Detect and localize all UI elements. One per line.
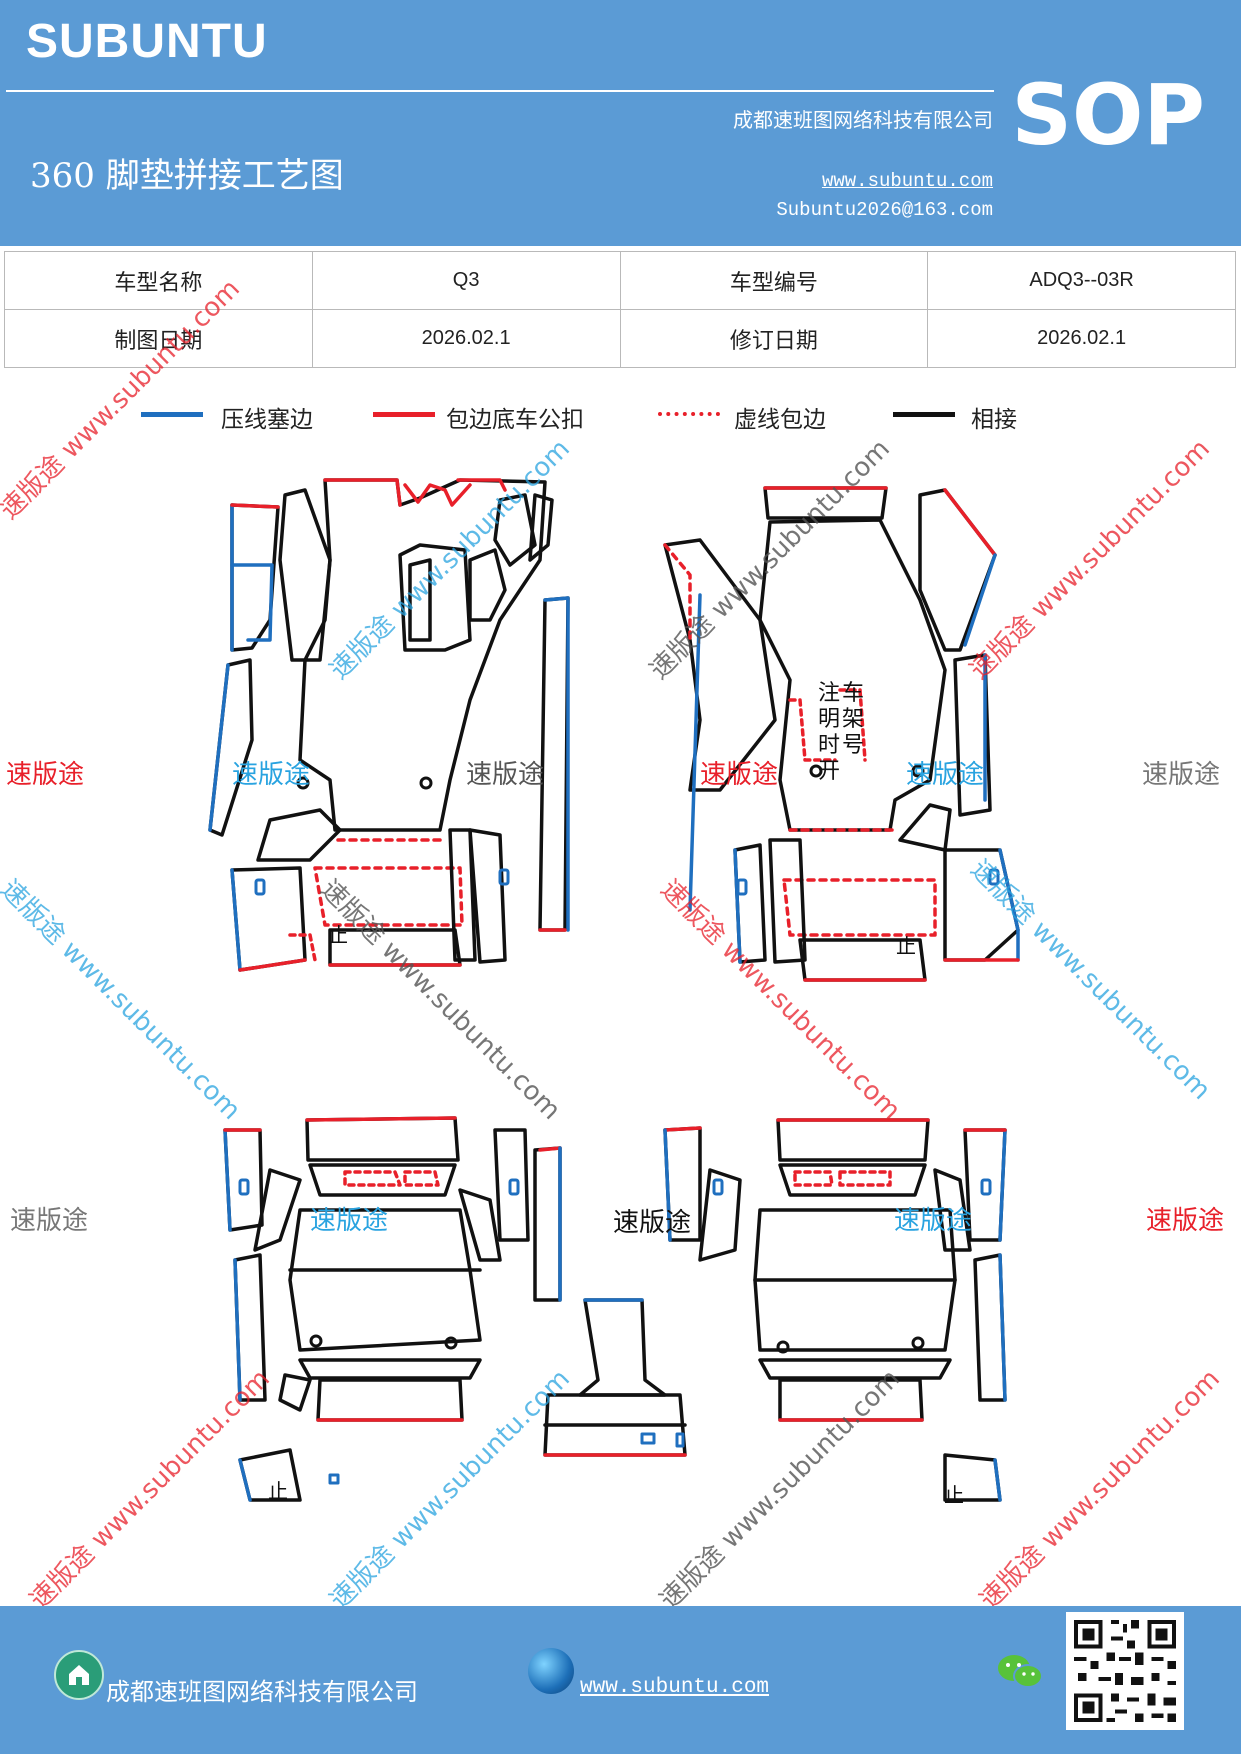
email-address: Subuntu2026@163.com (776, 199, 993, 221)
table-row: 制图日期 2026.02.1 修订日期 2026.02.1 (4, 309, 1236, 368)
website-link[interactable]: www.subuntu.com (821, 170, 993, 192)
header-banner: SUBUNTU 成都速班图网络科技有限公司 360 脚垫拼接工艺图 www.su… (0, 0, 1241, 246)
legend-swatch-black (893, 412, 955, 417)
model-name-label: 车型名称 (4, 251, 313, 310)
note-char: 注 (818, 681, 840, 706)
home-icon (54, 1650, 104, 1700)
note-char: 时 (818, 733, 840, 758)
legend-label: 包边底车公扣 (446, 407, 584, 433)
model-name-value: Q3 (311, 251, 621, 310)
header-divider (6, 90, 994, 92)
floor-mat-diagram: 注 车 明 架 时 号 开 止 止 止 止 (208, 478, 1020, 1507)
brand-logo: SUBUNTU (26, 15, 268, 68)
revise-date-label: 修订日期 (619, 309, 929, 368)
note-char: 车 (842, 681, 864, 706)
legend-swatch-red (373, 412, 435, 417)
front-right-mat-set (663, 486, 1020, 982)
legend-swatch-red-dashed (658, 412, 720, 416)
revise-date-value: 2026.02.1 (927, 309, 1236, 368)
footer-company: 成都速班图网络科技有限公司 (106, 1678, 418, 1706)
info-table: 车型名称 Q3 车型编号 ADQ3--03R 制图日期 2026.02.1 修订… (4, 251, 1236, 368)
company-name: 成都速班图网络科技有限公司 (733, 108, 993, 132)
footer-website-link[interactable]: www.subuntu.com (580, 1676, 770, 1699)
qr-code (1066, 1612, 1184, 1730)
note-char: 明 (818, 707, 840, 732)
draw-date-value: 2026.02.1 (311, 309, 621, 368)
stop-mark: 止 (328, 923, 348, 947)
page-title: 360 脚垫拼接工艺图 (30, 156, 344, 196)
legend: 压线塞边 包边底车公扣 虚线包边 相接 (0, 400, 1241, 440)
note-char: 开 (818, 759, 840, 784)
legend-label: 相接 (971, 407, 1017, 433)
note-char: 架 (842, 707, 864, 732)
model-code-value: ADQ3--03R (927, 251, 1236, 310)
legend-label: 虚线包边 (734, 407, 826, 433)
sop-badge: SOP (1011, 66, 1205, 164)
rear-mat-set (223, 1116, 1007, 1502)
front-left-mat-set (208, 478, 570, 972)
globe-icon (528, 1648, 574, 1694)
legend-label: 压线塞边 (221, 407, 313, 433)
stop-mark: 止 (896, 934, 916, 958)
wechat-icon (996, 1652, 1044, 1692)
legend-swatch-blue (141, 412, 203, 417)
note-char: 号 (842, 733, 864, 758)
stop-mark: 止 (268, 1479, 288, 1503)
draw-date-label: 制图日期 (4, 309, 313, 368)
stop-mark: 止 (944, 1483, 964, 1507)
model-code-label: 车型编号 (619, 251, 929, 310)
table-row: 车型名称 Q3 车型编号 ADQ3--03R (4, 251, 1236, 310)
